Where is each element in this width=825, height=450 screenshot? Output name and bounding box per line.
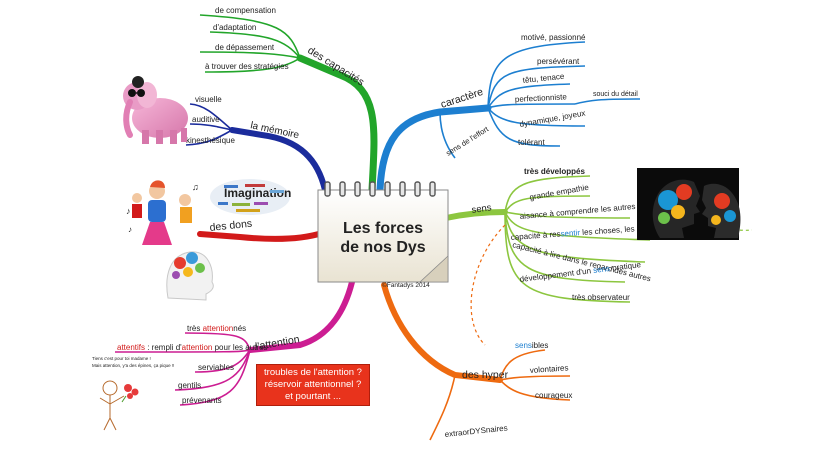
branch-attention	[247, 279, 355, 353]
head-gears-image	[166, 251, 214, 301]
imagination-word: Imagination	[224, 186, 291, 200]
branch-label-sens: sens	[471, 202, 493, 216]
center-title-line1: Les forces	[343, 220, 423, 237]
branch-label-dons: des dons	[209, 218, 253, 234]
center-credit: ©Fantadys 2014	[382, 281, 430, 289]
svg-text:♫: ♫	[192, 182, 199, 192]
branch-label-hyper: des hyper	[462, 369, 509, 381]
pink-elephant-image	[123, 76, 188, 144]
caractere-sub-lines	[439, 41, 641, 159]
callout-line-3: et pourtant ...	[285, 391, 341, 402]
attention-item: gentils	[178, 381, 201, 390]
caractere-effort: sens de l'effort	[444, 124, 491, 158]
memoire-sub-lines	[185, 103, 233, 146]
branch-dons	[197, 230, 325, 242]
memoire-item: kinesthésique	[186, 136, 235, 145]
central-notepad	[317, 181, 449, 283]
svg-text:♪: ♪	[126, 206, 131, 216]
child-drawing-image: Tiens c'est pour toi madame ! Mais atten…	[92, 356, 174, 431]
center-title-line2: de nos Dys	[340, 239, 425, 256]
memoire-item: visuelle	[195, 95, 222, 104]
sens-item: très développés	[524, 167, 585, 176]
capacites-item: à trouver des stratégies	[205, 62, 289, 71]
callout-line-2: réservoir attentionnel ?	[264, 379, 362, 390]
attention-item: serviables	[198, 363, 234, 372]
attention-item-2: attentifs : rempli d'attention pour les …	[117, 343, 268, 352]
caractere-item: perfectionniste	[515, 92, 568, 104]
memoire-item: auditive	[192, 115, 220, 124]
attention-sub-lines	[114, 332, 251, 406]
branch-caractere	[376, 104, 492, 194]
hyper-item: volontaires	[530, 363, 569, 375]
spiral-rings	[324, 181, 436, 197]
caractere-item: motivé, passionné	[521, 33, 586, 42]
child-note-line2: Mais attention, y'a des épines, ça pique…	[92, 363, 174, 368]
caractere-item: tolérant	[518, 138, 545, 147]
caractere-item: têtu, tenace	[522, 72, 565, 85]
hyper-item-1: sensibles	[515, 341, 548, 350]
sens-item: grande empathie	[529, 183, 590, 202]
branch-sens	[443, 209, 508, 221]
imagination-wordcloud-image: Imagination	[210, 179, 291, 215]
attention-item: prévenants	[182, 396, 222, 405]
capacites-sub-lines	[199, 14, 301, 73]
callout-line-1: troubles de l'attention ?	[264, 367, 362, 378]
branch-memoire	[229, 127, 328, 193]
sens-sub-lines	[504, 175, 651, 303]
branch-hyper	[381, 282, 503, 383]
attention-item-1: très attentionnés	[187, 324, 246, 333]
branch-capacites	[296, 54, 378, 194]
capacites-item: de compensation	[215, 6, 276, 15]
attention-callout-box: troubles de l'attention ? réservoir atte…	[256, 364, 370, 406]
svg-text:♪: ♪	[128, 225, 132, 234]
gear-heads-image	[637, 168, 741, 240]
capacites-item: de dépassement	[215, 43, 275, 52]
sens-item: très observateur	[572, 293, 630, 302]
musicians-image: ♪ ♫ ♪	[126, 180, 199, 245]
capacites-item: d'adaptation	[213, 23, 256, 32]
caractere-item: persévérant	[537, 57, 580, 66]
child-note-line1: Tiens c'est pour toi madame !	[92, 356, 151, 361]
hyper-sub-lines	[429, 349, 571, 441]
hyper-item: courageux	[535, 391, 572, 400]
hyper-extra: extraorDYSnaires	[444, 423, 508, 439]
caractere-subitem: souci du détail	[593, 91, 638, 98]
sens-dashed-link	[470, 224, 506, 346]
